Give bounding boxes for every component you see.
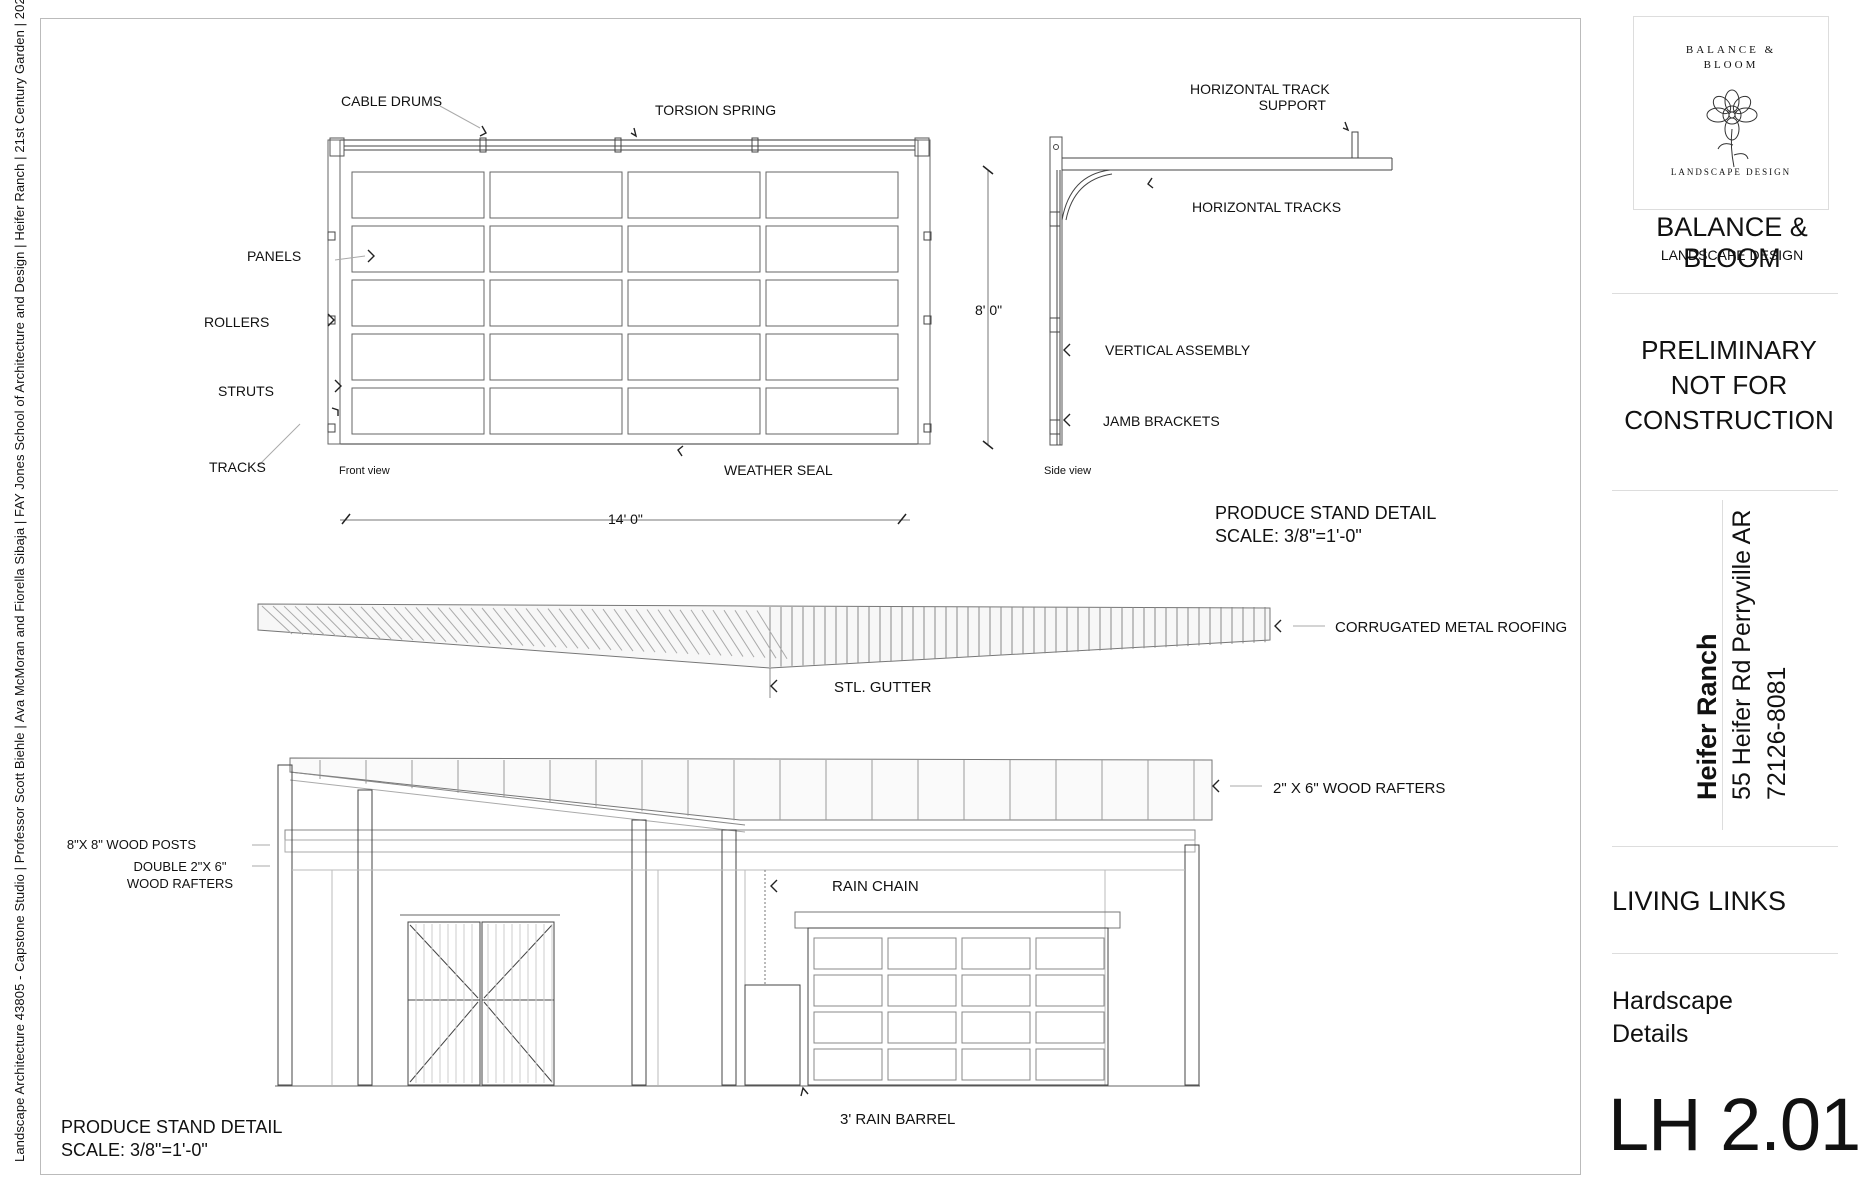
torsion-spring-label: TORSION SPRING	[655, 102, 777, 118]
door-panel	[961, 937, 1031, 970]
door-panel	[489, 279, 623, 327]
jamb-brackets-label: JAMB BRACKETS	[1103, 413, 1220, 429]
front-view-label: Front view	[339, 465, 390, 477]
client-zip: 72126-8081	[1763, 666, 1791, 800]
logo-text-bottom: LANDSCAPE DESIGN	[1670, 167, 1792, 177]
door-panel	[627, 225, 761, 273]
drawing-frame	[40, 18, 1581, 1175]
tracks-label: TRACKS	[209, 459, 266, 475]
door-panel	[813, 1048, 883, 1081]
title-block-divider	[1612, 953, 1838, 954]
detail-title-bottom: PRODUCE STAND DETAIL	[61, 1117, 283, 1137]
client-name: Heifer Ranch	[1692, 633, 1722, 800]
panels-label: PANELS	[247, 248, 302, 264]
client-address: 55 Heifer Rd Perryville AR	[1728, 509, 1756, 800]
door-panel	[351, 225, 485, 273]
door-panel	[627, 171, 761, 219]
rollers-label: ROLLERS	[204, 314, 270, 330]
door-panel	[887, 1048, 957, 1081]
rain-barrel-label: 3' RAIN BARREL	[840, 1111, 956, 1128]
door-panel	[489, 387, 623, 435]
door-side-view	[982, 131, 1393, 450]
client-block: Heifer Ranch 55 Heifer Rd Perryville AR …	[1690, 510, 1800, 800]
width-dimension-label: 14' 0"	[608, 511, 643, 527]
firm-name: BALANCE & BLOOM	[1656, 212, 1808, 273]
corrugated-roof	[257, 603, 1271, 698]
title-block-divider	[1612, 293, 1838, 294]
title-block-divider	[1612, 846, 1838, 847]
door-panel	[765, 387, 899, 435]
flower-icon	[1706, 89, 1758, 168]
door-panel	[961, 1011, 1031, 1044]
title-block-divider	[1612, 490, 1838, 491]
cable-drums-label: CABLE DRUMS	[341, 93, 443, 109]
door-panel	[765, 171, 899, 219]
detail-title-top: PRODUCE STAND DETAIL	[1215, 503, 1437, 523]
horizontal-tracks-label: HORIZONTAL TRACKS	[1192, 199, 1342, 215]
door-panel	[1035, 937, 1105, 970]
status-note: PRELIMINARY NOT FOR CONSTRUCTION	[1624, 335, 1834, 435]
horizontal-track-support-label: HORIZONTAL TRACK SUPPORT	[1190, 81, 1330, 113]
door-panel	[1035, 974, 1105, 1007]
sheet-number: LH 2.01	[1608, 1083, 1860, 1166]
door-panel	[961, 1048, 1031, 1081]
door-panel	[887, 1011, 957, 1044]
weather-seal-label: WEATHER SEAL	[724, 462, 833, 478]
firm-subtitle: LANDSCAPE DESIGN	[1660, 247, 1804, 263]
door-panel	[887, 974, 957, 1007]
door-panel	[813, 974, 883, 1007]
produce-stand-elevation	[275, 757, 1213, 1087]
door-panel	[489, 225, 623, 273]
door-panel	[489, 333, 623, 381]
wood-rafters-label: 2" X 6" WOOD RAFTERS	[1273, 780, 1446, 797]
door-panel	[351, 279, 485, 327]
detail-scale-top: SCALE: 3/8"=1'-0"	[1215, 526, 1362, 546]
door-panel	[765, 279, 899, 327]
door-panel	[1035, 1048, 1105, 1081]
side-view-label: Side view	[1044, 465, 1092, 477]
door-panel	[887, 937, 957, 970]
door-panel	[765, 225, 899, 273]
firm-logo: BALANCE & BLOOM LANDSCAPE DESIGN	[1633, 16, 1829, 210]
leader-marks	[327, 121, 1350, 1097]
vertical-assembly-label: VERTICAL ASSEMBLY	[1105, 342, 1251, 358]
barn-doors	[400, 914, 560, 1086]
leader-lines	[252, 105, 1325, 867]
door-panel	[489, 171, 623, 219]
corrugated-roofing-label: CORRUGATED METAL ROOFING	[1335, 619, 1568, 636]
door-panel	[627, 387, 761, 435]
door-panel	[627, 279, 761, 327]
door-panel	[813, 1011, 883, 1044]
door-front-view	[327, 137, 932, 525]
door-panel	[765, 333, 899, 381]
door-panel	[351, 333, 485, 381]
title-block-divider	[1722, 500, 1723, 830]
project-name: LIVING LINKS	[1612, 886, 1787, 916]
logo-text-top: BALANCE & BLOOM	[1685, 44, 1777, 71]
double-rafters-label: DOUBLE 2"X 6" WOOD RAFTERS	[126, 859, 234, 891]
door-panel	[1035, 1011, 1105, 1044]
rain-chain-label: RAIN CHAIN	[832, 878, 919, 895]
door-panel	[351, 387, 485, 435]
steel-gutter-label: STL. GUTTER	[834, 679, 932, 696]
height-dimension-label: 8' 0"	[975, 302, 1003, 318]
door-panel	[813, 937, 883, 970]
sheet-title: Hardscape Details	[1612, 987, 1733, 1048]
door-panel	[627, 333, 761, 381]
door-panel	[351, 171, 485, 219]
wood-posts-label: 8"X 8" WOOD POSTS	[66, 837, 196, 852]
struts-label: STRUTS	[218, 383, 274, 399]
door-panel	[961, 974, 1031, 1007]
detail-scale-bottom: SCALE: 3/8"=1'-0"	[61, 1140, 208, 1160]
